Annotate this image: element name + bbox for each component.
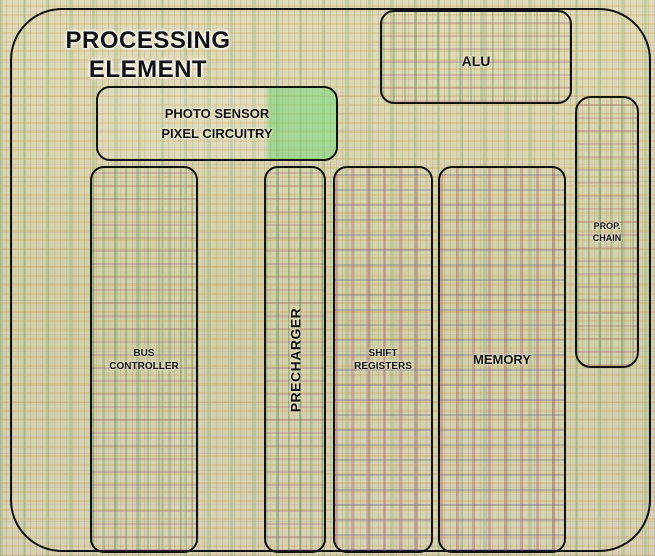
- bus-controller-label-line-1: BUS: [109, 347, 178, 360]
- diagram-title: PROCESSING ELEMENT: [48, 26, 248, 84]
- prop-chain-block: PROP. CHAIN: [575, 96, 639, 368]
- precharger-label: PRECHARGER: [287, 307, 303, 412]
- title-line-2: ELEMENT: [48, 55, 248, 84]
- prop-chain-label-line-2: CHAIN: [593, 232, 622, 244]
- alu-label: ALU: [462, 53, 491, 69]
- shift-registers-label-line-2: REGISTERS: [354, 360, 412, 373]
- photo-sensor-block: PHOTO SENSOR PIXEL CIRCUITRY: [96, 86, 338, 161]
- photo-sensor-label-line-1: PHOTO SENSOR: [161, 104, 272, 124]
- bus-controller-label-line-2: CONTROLLER: [109, 360, 178, 373]
- photo-sensor-label: PHOTO SENSOR PIXEL CIRCUITRY: [161, 104, 272, 144]
- prop-chain-label: PROP. CHAIN: [593, 220, 622, 244]
- prop-chain-label-line-1: PROP.: [593, 220, 622, 232]
- bus-controller-label: BUS CONTROLLER: [109, 347, 178, 373]
- shift-registers-block: SHIFT REGISTERS: [333, 166, 433, 553]
- photo-sensor-label-line-2: PIXEL CIRCUITRY: [161, 124, 272, 144]
- bus-controller-block: BUS CONTROLLER: [90, 166, 198, 553]
- memory-label: MEMORY: [473, 352, 531, 367]
- title-line-1: PROCESSING: [48, 26, 248, 55]
- shift-registers-label: SHIFT REGISTERS: [354, 347, 412, 373]
- shift-registers-label-line-1: SHIFT: [354, 347, 412, 360]
- memory-block: MEMORY: [438, 166, 566, 553]
- alu-block: ALU: [380, 10, 572, 104]
- precharger-block: PRECHARGER: [264, 166, 326, 553]
